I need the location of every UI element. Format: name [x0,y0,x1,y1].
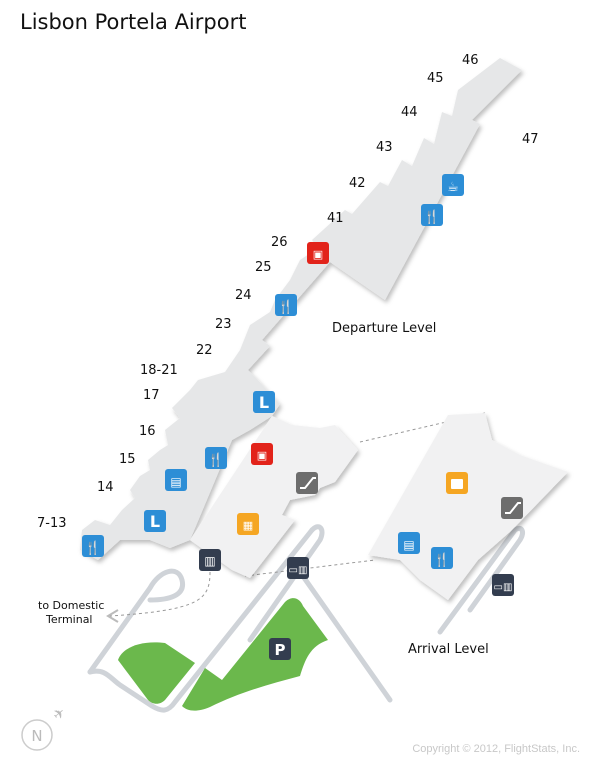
baggage-icon[interactable] [446,472,468,494]
walkways [109,412,486,617]
gate-labels: 46 45 44 43 42 41 47 26 25 24 23 22 18-2… [37,53,539,531]
svg-text:▣: ▣ [257,449,267,462]
copyright: Copyright © 2012, FlightStats, Inc. [412,743,580,755]
taxi-bus-icon[interactable]: ▭▥ [287,557,309,579]
gate-label: 16 [139,424,156,439]
passport-control-icon[interactable]: ▣ [251,443,273,465]
departure-level-label: Departure Level [332,321,436,336]
lounge-icon[interactable]: L [144,510,166,532]
gate-label: 42 [349,176,366,191]
gate-label: 25 [255,260,272,275]
gate-label: 45 [427,71,444,86]
gate-label: 23 [215,317,232,332]
arrow-icon [106,609,119,623]
shop-icon[interactable]: ▤ [398,532,420,554]
roads [87,524,525,713]
gate-label: 24 [235,288,252,303]
domestic-label: Terminal [45,613,93,626]
gate-label: 17 [143,388,160,403]
compass-north-label: N [31,727,42,745]
svg-text:🍴: 🍴 [434,552,450,568]
arrival-terminal [368,413,568,600]
svg-text:🍴: 🍴 [424,209,440,225]
shop-icon[interactable]: ▤ [165,469,187,491]
gate-label: 41 [327,211,344,226]
parking-area-main [182,598,328,711]
gate-label: 26 [271,235,288,250]
svg-text:L: L [259,393,269,412]
escalator-icon[interactable] [296,472,318,494]
svg-text:P: P [275,641,286,659]
svg-text:▥: ▥ [204,554,215,568]
svg-text:🍴: 🍴 [85,540,101,556]
svg-text:▤: ▤ [403,538,414,552]
compass: N ✈ [21,704,69,751]
bus-icon[interactable]: ▥ [199,549,221,571]
svg-text:☕: ☕ [447,180,459,195]
lounge-icon[interactable]: L [253,391,275,413]
svg-text:🍴: 🍴 [208,452,224,468]
restaurant-icon[interactable]: 🍴 [421,204,443,226]
passport-control-icon[interactable]: ▣ [307,242,329,264]
taxi-bus-icon[interactable]: ▭▥ [492,574,514,596]
svg-text:▭▥: ▭▥ [289,565,308,576]
gate-label: 22 [196,343,213,358]
coffee-icon[interactable]: ☕ [442,174,464,196]
gate-label: 15 [119,452,136,467]
gate-label: 7-13 [37,516,67,531]
departure-terminal [80,58,522,578]
airplane-icon: ✈ [50,704,69,724]
svg-text:L: L [150,512,160,531]
gate-label: 18-21 [140,363,178,378]
svg-text:▭▥: ▭▥ [494,582,513,593]
restaurant-icon[interactable]: 🍴 [82,535,104,557]
restaurant-icon[interactable]: 🍴 [205,447,227,469]
escalator-icon[interactable] [501,497,523,519]
parking-area [118,642,195,704]
gate-label: 46 [462,53,479,68]
restaurant-icon[interactable]: 🍴 [431,547,453,569]
check-in-icon[interactable]: ▦ [237,513,259,535]
svg-text:▣: ▣ [313,248,323,261]
svg-text:▤: ▤ [170,475,181,489]
gate-label: 14 [97,480,114,495]
arrival-level-label: Arrival Level [408,642,489,657]
restaurant-icon[interactable]: 🍴 [275,294,297,316]
svg-text:🍴: 🍴 [278,299,294,315]
svg-text:▦: ▦ [243,519,253,532]
gate-label: 47 [522,132,539,147]
parking-icon[interactable]: P [269,638,291,660]
domestic-label: to Domestic [38,599,104,612]
gate-label: 44 [401,105,418,120]
page-title: Lisbon Portela Airport [20,10,247,34]
gate-label: 43 [376,140,393,155]
